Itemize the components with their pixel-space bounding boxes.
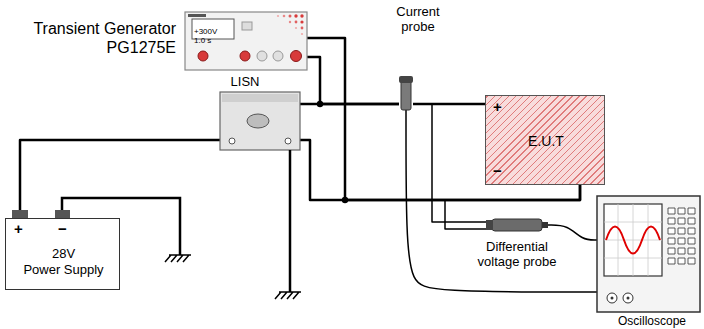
generator-badge xyxy=(188,14,206,17)
scope-knob xyxy=(611,297,614,300)
text-holder: Transient Generator PG1275E xyxy=(3,19,176,57)
probe-lead xyxy=(432,104,486,222)
lisn: LISN xyxy=(220,92,300,150)
generator-button xyxy=(291,51,302,62)
text-holder: E.U.T xyxy=(486,132,606,150)
decor-dot xyxy=(283,15,286,18)
terminal xyxy=(12,210,28,218)
decor-dot xyxy=(300,14,303,17)
oscilloscope: Oscilloscope xyxy=(597,196,700,312)
device-label: Current probe xyxy=(396,4,439,34)
text-holder: LISN xyxy=(220,72,270,90)
lisn-terminal xyxy=(285,138,291,144)
text-line: Current xyxy=(396,4,439,19)
decor-dot xyxy=(295,27,297,29)
supply-wire xyxy=(20,140,220,218)
lisn-terminal xyxy=(229,138,235,144)
text-holder: − xyxy=(58,220,78,238)
lisn-emblem xyxy=(247,114,269,128)
text-holder: Current probe xyxy=(383,4,453,35)
text-line: Power Supply xyxy=(23,262,103,277)
power-supply-box: + − 28V Power Supply xyxy=(5,218,120,290)
device-label: Oscilloscope xyxy=(618,315,686,328)
scope-trace xyxy=(606,227,660,254)
eut-box: + E.U.T − xyxy=(485,95,605,185)
scope-housing xyxy=(597,196,700,312)
generator-button xyxy=(240,51,250,61)
display-reading: 1.0 s xyxy=(194,36,211,45)
text-holder: Oscilloscope xyxy=(604,311,700,329)
decor-dot xyxy=(295,21,298,24)
device-label: Transient Generator PG1275E xyxy=(33,19,176,57)
text-line: voltage probe xyxy=(478,254,557,269)
generator-button xyxy=(242,22,252,30)
generator-button xyxy=(257,51,267,61)
generator-housing xyxy=(185,12,307,70)
device-label: LISN xyxy=(231,74,260,89)
lisn-housing xyxy=(220,92,300,150)
generator-button xyxy=(273,51,283,61)
text-line: probe xyxy=(401,19,434,34)
supply-wire xyxy=(300,103,399,106)
decor-dot xyxy=(289,15,292,18)
polarity-mark: − xyxy=(58,220,67,237)
probe-tip xyxy=(542,222,548,228)
probe-body xyxy=(401,80,411,110)
polarity-mark: − xyxy=(493,162,502,179)
probe-jaw xyxy=(399,76,413,83)
terminal xyxy=(55,210,70,218)
scope-knob xyxy=(627,297,630,300)
text-holder: Differential voltage probe xyxy=(467,239,567,270)
probe-cable xyxy=(548,225,597,240)
box-label: E.U.T xyxy=(528,133,564,150)
polarity-mark: + xyxy=(14,220,23,237)
junction-dot xyxy=(342,197,348,203)
text-holder: + xyxy=(14,220,34,238)
decor-dot xyxy=(300,20,303,23)
ground-wire xyxy=(289,150,292,292)
text-line: PG1275E xyxy=(107,39,176,56)
probe-body xyxy=(492,219,542,231)
text-line: Differential xyxy=(478,239,557,254)
device-label: Differential voltage probe xyxy=(478,239,557,269)
box-label: 28V Power Supply xyxy=(23,246,103,278)
differential-probe: Differential voltage probe xyxy=(486,215,548,235)
text-holder: +300V xyxy=(194,20,232,38)
text-holder: 1.0 s xyxy=(194,29,232,47)
decor-dot xyxy=(301,27,304,30)
polarity-mark: + xyxy=(493,98,502,115)
scope-screen xyxy=(604,204,662,276)
decor-dot xyxy=(277,15,279,17)
probe-cap xyxy=(486,220,493,230)
text-holder: − xyxy=(493,162,513,180)
lisn-panel xyxy=(222,94,298,102)
text-line: 28V xyxy=(23,246,103,262)
decor-dot xyxy=(289,21,291,23)
text-holder: + xyxy=(493,98,513,116)
scope-knob xyxy=(607,293,617,303)
text-holder: 28V Power Supply xyxy=(6,246,121,278)
text-line: Transient Generator xyxy=(33,19,176,38)
scope-keypad xyxy=(668,208,695,264)
junction-dot xyxy=(317,101,323,107)
ground-symbol xyxy=(165,255,191,262)
ground-symbol xyxy=(275,292,301,299)
decor-dot xyxy=(294,14,297,17)
generator-button xyxy=(198,51,208,61)
scope-grid xyxy=(604,204,662,276)
supply-wire xyxy=(307,57,399,104)
transient-generator: Transient Generator PG1275E+300V1.0 s xyxy=(185,12,307,70)
decor-dot xyxy=(301,33,303,35)
current-probe: Current probe xyxy=(399,76,413,110)
display-reading: +300V xyxy=(194,27,217,36)
scope-knob xyxy=(623,293,633,303)
